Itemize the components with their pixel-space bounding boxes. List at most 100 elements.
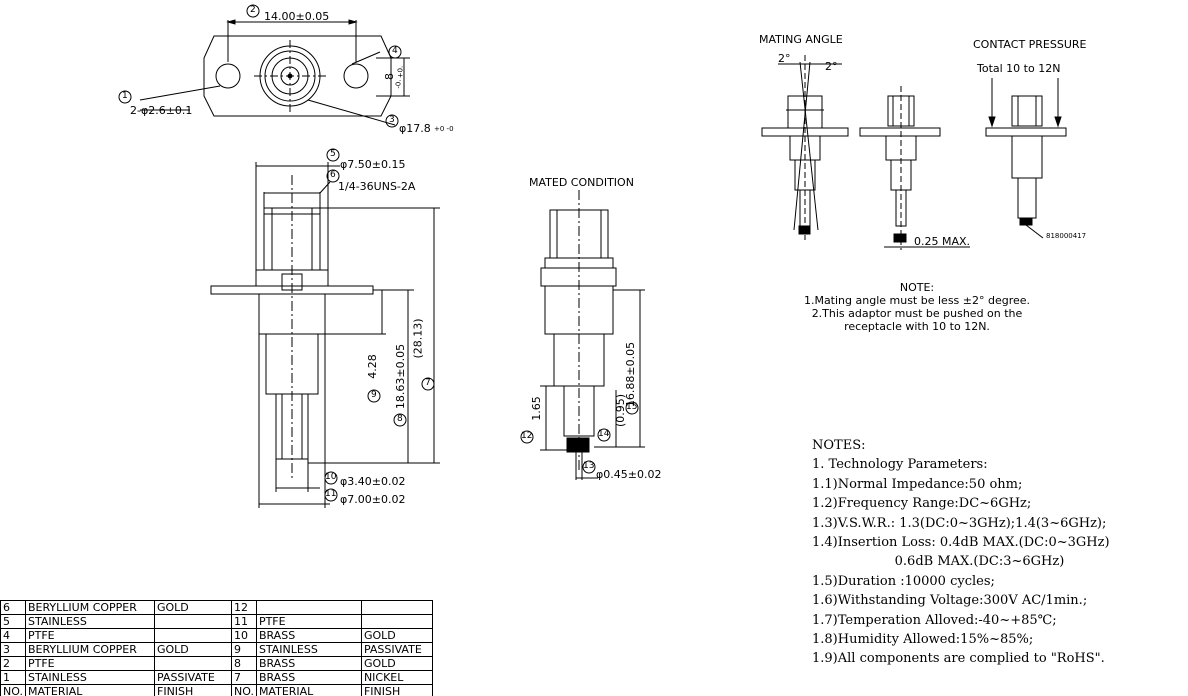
balloon-13: 13	[583, 461, 595, 471]
dim-width: 14.00±0.05	[264, 10, 330, 23]
drawing-note-line: 2.This adaptor must be pushed on the	[811, 307, 1023, 320]
bom-cell: GOLD	[360, 628, 433, 643]
balloon-1: 1	[122, 91, 128, 101]
bom-header-row: NO. MATERIAL FINISH NO. MATERIAL FINISH	[0, 684, 433, 696]
side-view	[210, 162, 440, 508]
bom-cell: STAINLESS	[25, 614, 155, 629]
bom-cell: BRASS	[255, 628, 362, 643]
top-view-balloons	[118, 4, 402, 128]
bom-cell: 5	[0, 614, 26, 629]
bom-row: 5 STAINLESS 11 PTFE	[0, 614, 433, 629]
bom-cell: 7	[231, 670, 257, 685]
dim-8: 18.63±0.05	[394, 343, 408, 410]
angle-left: 2°	[778, 52, 791, 65]
notes-line: 1.8)Humidity Allowed:15%~85%;	[812, 632, 1034, 648]
thread-label: 1/4-36UNS-2A	[338, 180, 416, 193]
notes-line: 1.2)Frequency Range:DC~6GHz;	[812, 496, 1032, 512]
contact-pressure-sub: Total 10 to 12N	[977, 62, 1061, 75]
bom-cell: BERYLLIUM COPPER	[25, 600, 155, 615]
bom-cell: GOLD	[360, 656, 433, 671]
bom-cell: GOLD	[154, 600, 232, 615]
bom-cell	[154, 628, 232, 643]
dim-height-tol-bot: -0.	[394, 79, 403, 89]
balloon-10: 10	[325, 472, 337, 482]
bom-cell: PTFE	[255, 614, 362, 629]
balloon-9: 9	[371, 390, 377, 400]
notes-line: 1.3)V.S.W.R.: 1.3(DC:0~3GHz);1.4(3~6GHz)…	[812, 515, 1107, 531]
bom-cell: 3	[0, 642, 26, 657]
bom-header: MATERIAL	[255, 684, 362, 696]
bom-cell: BRASS	[255, 656, 362, 671]
bom-header: NO.	[231, 684, 257, 696]
balloon-11: 11	[325, 489, 337, 499]
dim-dia-tol: +0 -0	[434, 125, 454, 133]
bill-of-materials: 6 BERYLLIUM COPPER GOLD 12 5 STAINLESS 1…	[0, 600, 433, 696]
bom-cell: PTFE	[25, 656, 155, 671]
notes-line: 1.9)All components are complied to "RoHS…	[812, 651, 1105, 667]
bom-cell: 4	[0, 628, 26, 643]
contact-pressure-view	[985, 78, 1067, 239]
mated-title: MATED CONDITION	[529, 176, 634, 189]
dim-12: 1.65	[529, 396, 543, 421]
mated-view-balloons	[520, 401, 639, 474]
mating-angle-view	[761, 55, 849, 240]
bom-cell	[154, 614, 232, 629]
mating-view-2	[859, 86, 970, 250]
bom-cell	[360, 614, 433, 629]
dim-9: 4.28	[365, 354, 379, 379]
notes-title: NOTES:	[812, 438, 866, 453]
bom-cell: BERYLLIUM COPPER	[25, 642, 155, 657]
bom-cell: 1	[0, 670, 26, 685]
dim-holes: 2-φ2.6±0.1	[130, 104, 193, 117]
contact-pressure-title: CONTACT PRESSURE	[973, 38, 1087, 51]
bom-cell: 11	[231, 614, 257, 629]
mating-angle-title: MATING ANGLE	[759, 33, 843, 46]
dim-10: φ3.40±0.02	[340, 475, 406, 488]
bom-cell: 6	[0, 600, 26, 615]
balloon-7: 7	[425, 378, 431, 388]
bom-row: 3 BERYLLIUM COPPER GOLD 9 STAINLESS PASS…	[0, 642, 433, 657]
bom-cell: 12	[231, 600, 257, 615]
bom-cell: NICKEL	[360, 670, 433, 685]
bom-header: MATERIAL	[25, 684, 155, 696]
side-view-balloons	[324, 148, 435, 502]
dim-11: φ7.00±0.02	[340, 493, 406, 506]
notes-line: 0.6dB MAX.(DC:3~6GHz)	[812, 554, 1065, 570]
notes-line: 1. Technology Parameters:	[812, 457, 988, 473]
bom-cell	[154, 656, 232, 671]
dim-13: φ0.45±0.02	[596, 468, 662, 481]
balloon-6: 6	[330, 170, 336, 180]
balloon-4: 4	[392, 46, 398, 56]
top-view	[139, 19, 410, 126]
drawing-note: NOTE: 1.Mating angle must be less ±2° de…	[782, 281, 1052, 333]
bom-row: 6 BERYLLIUM COPPER GOLD 12	[0, 600, 433, 615]
bom-cell	[360, 600, 433, 615]
drawing-note-line: receptacle with 10 to 12N.	[844, 320, 990, 333]
bom-header: FINISH	[154, 684, 232, 696]
notes-line: 1.5)Duration :10000 cycles;	[812, 573, 995, 589]
balloon-14: 14	[598, 429, 610, 439]
max-label: 0.25 MAX.	[914, 235, 971, 248]
bom-header: FINISH	[360, 684, 433, 696]
dim-dia: φ17.8	[399, 122, 431, 135]
drawing-note-title: NOTE:	[899, 281, 935, 294]
bom-cell: STAINLESS	[255, 642, 362, 657]
angle-right: 2°	[825, 60, 838, 73]
bom-cell: STAINLESS	[25, 670, 155, 685]
bom-row: 2 PTFE 8 BRASS GOLD	[0, 656, 433, 671]
balloon-12: 12	[521, 431, 533, 441]
bom-cell: 2	[0, 656, 26, 671]
bom-cell: PASSIVATE	[154, 670, 232, 685]
bom-cell: PASSIVATE	[360, 642, 433, 657]
notes-line: 1.1)Normal Impedance:50 ohm;	[812, 476, 1023, 492]
dim-7: (28.13)	[411, 318, 425, 359]
bom-cell: 9	[231, 642, 257, 657]
balloon-2: 2	[250, 5, 256, 15]
balloon-3: 3	[389, 115, 395, 125]
bom-cell: 8	[231, 656, 257, 671]
balloon-15: 15	[626, 402, 638, 412]
technical-notes: NOTES: 1. Technology Parameters: 1.1)Nor…	[812, 436, 1110, 669]
balloon-5: 5	[330, 149, 336, 159]
